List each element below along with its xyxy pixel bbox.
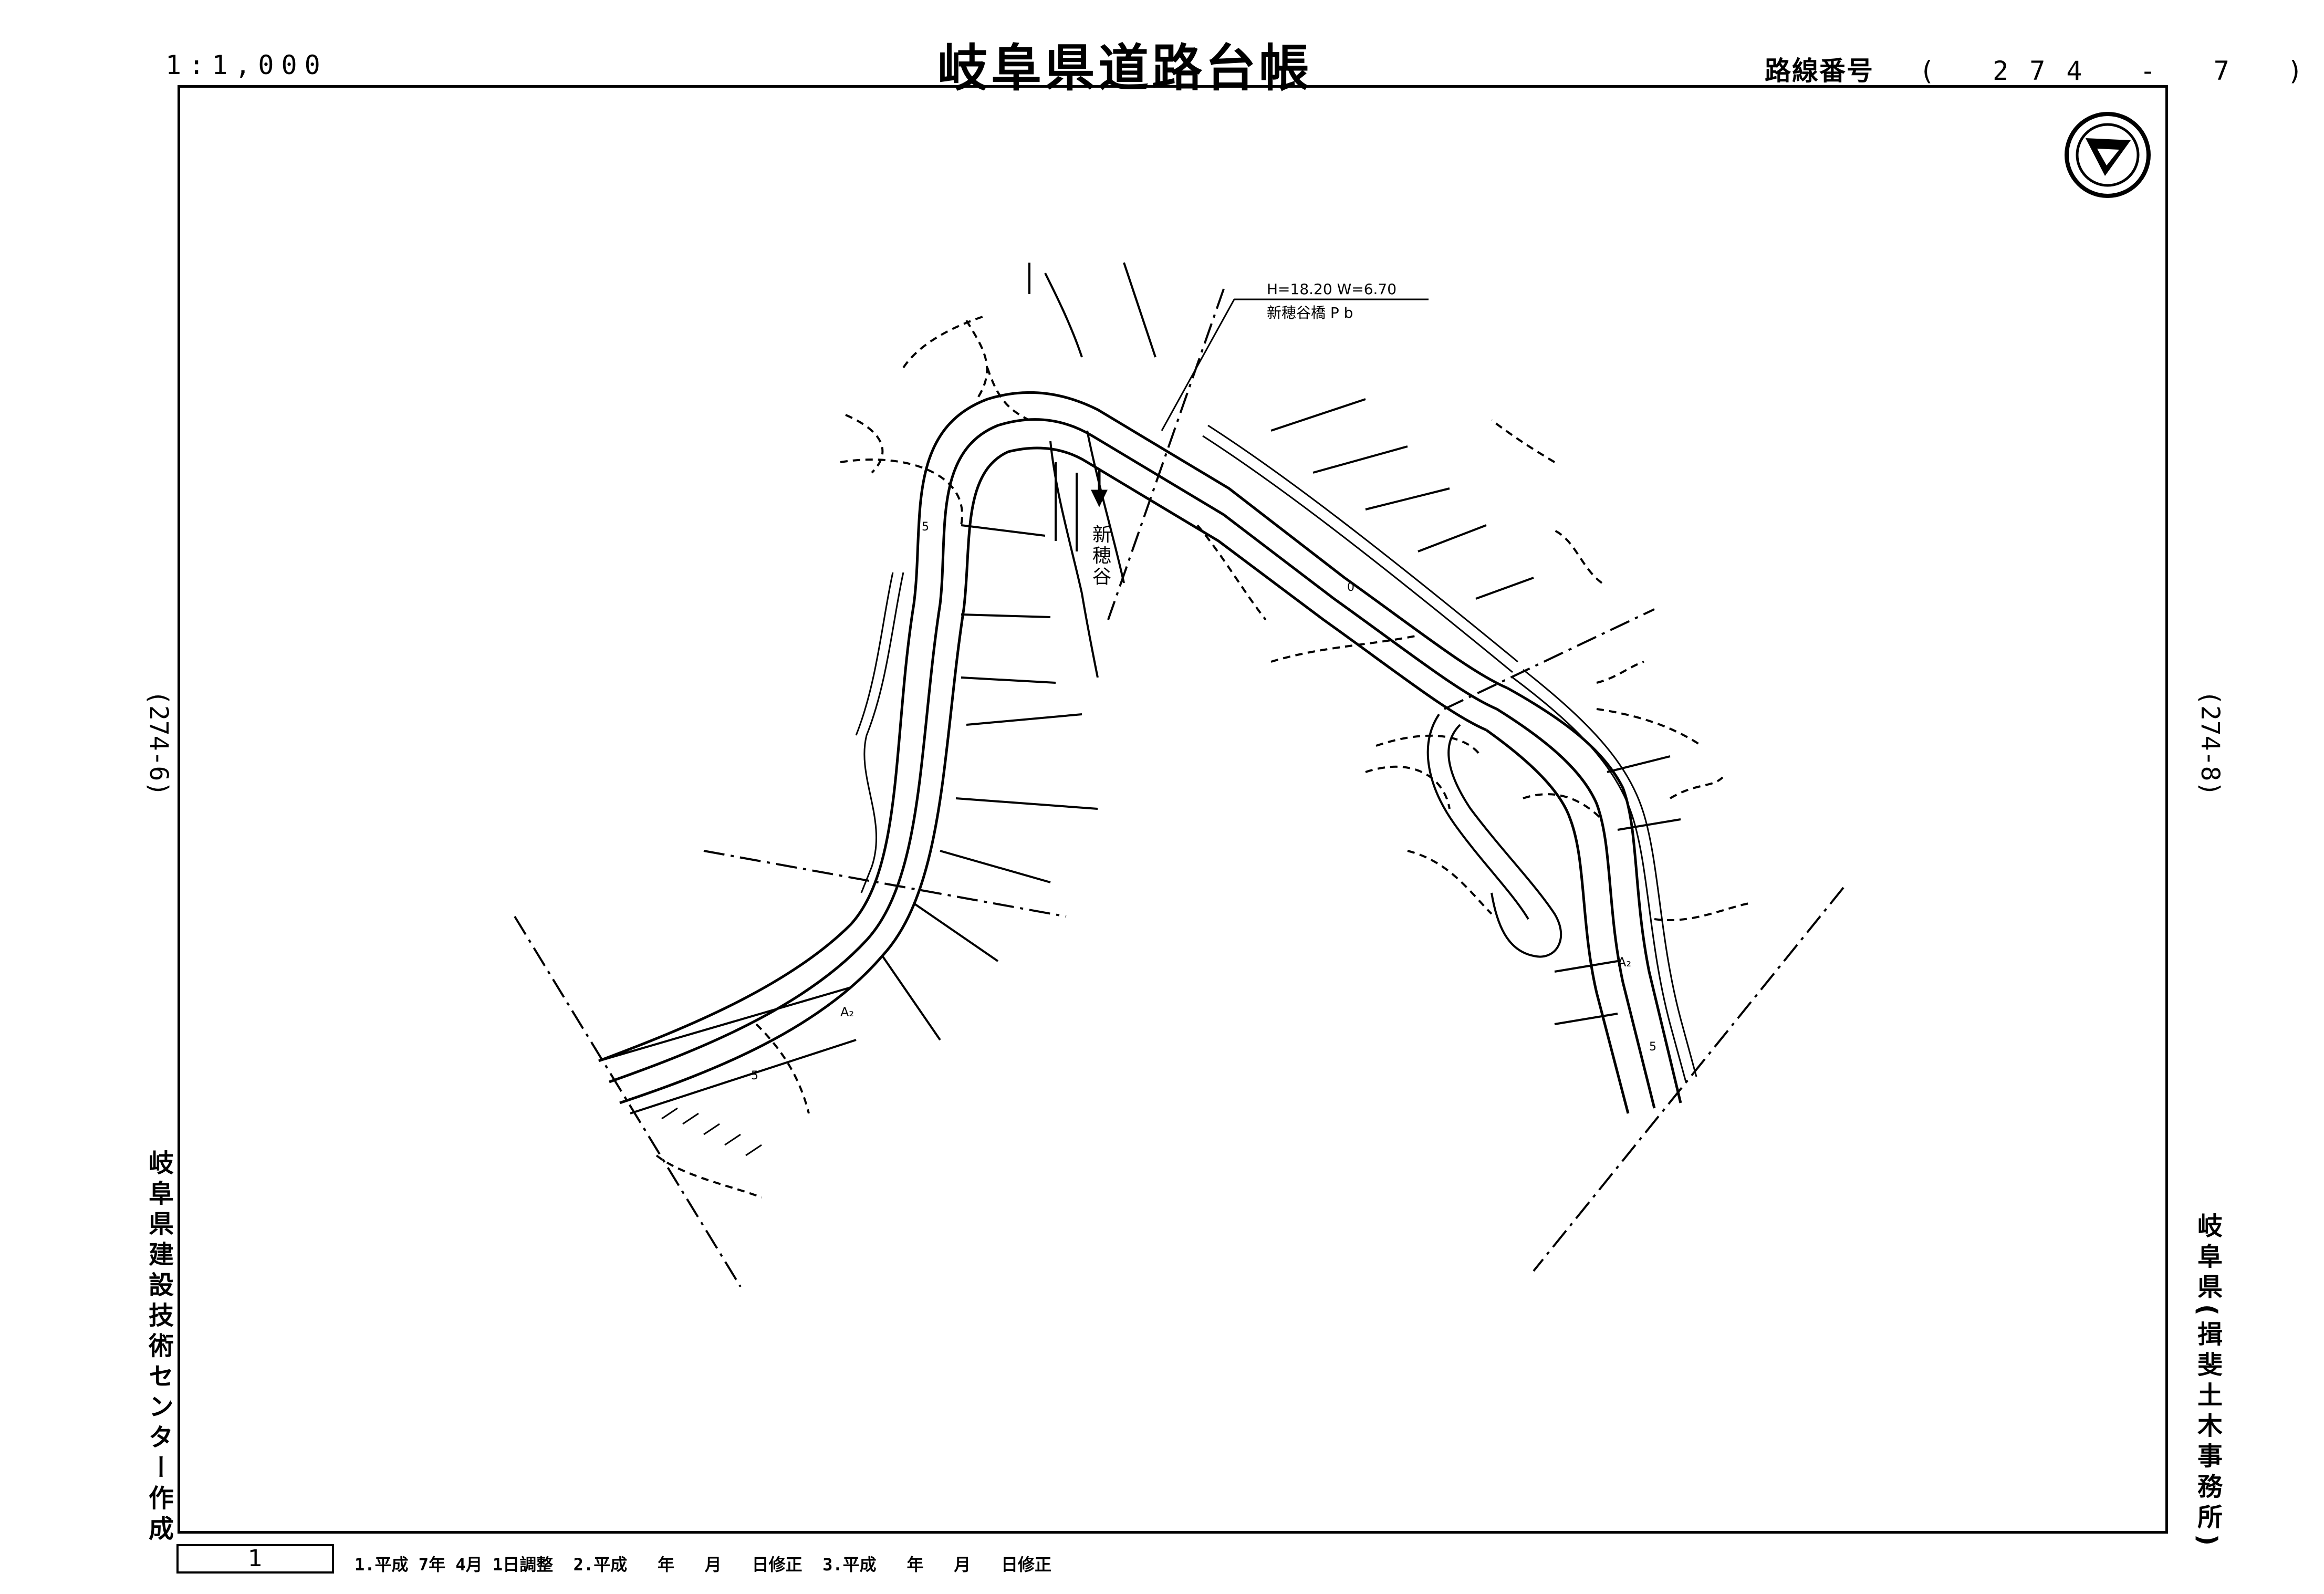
office-note-text: 岐阜県(揖斐土木事務所) [2193,1213,2222,1551]
bridge-dimensions: H=18.20 W=6.70 [1267,280,1397,298]
sheet-number-box: 1 [176,1544,334,1574]
revision-history: 1.平成 7年 4月 1日調整 2.平成 年 月 日修正 3.平成 年 月 日修… [355,1555,1052,1575]
adjacent-sheet-left: (274-6) [143,683,174,804]
maker-note: 岐阜県建設技術センター作成 [143,1145,174,1550]
route-number-block: 路線番号 ( 274 - 7 ) [1765,50,2324,88]
map-scale: 1:1,000 [165,50,328,80]
route-number-label: 路線番号 [1765,56,1874,86]
adjacent-sheet-right: (274-8) [2194,683,2226,804]
office-note: 岐阜県(揖斐土木事務所) [2189,1208,2226,1556]
road-mark: A₂ [1618,955,1631,970]
road-map-drawing: H=18.20 W=6.70 新穂谷橋 P b 新 穂 谷 5 0 5 5 A₂… [514,112,2151,1288]
compass-north-icon [2065,112,2151,198]
adjacent-sheet-left-text: (274-6) [144,690,173,797]
section-code: 5 [922,520,929,534]
river-name: 新 穂 谷 [1092,524,1111,588]
page-title: 岐阜県道路台帳 [937,39,1312,98]
route-number-value: ( 274 - 7 ) [1919,56,2324,86]
section-code: 5 [751,1069,758,1082]
river-name-char: 谷 [1092,566,1111,588]
bridge-name: 新穂谷橋 P b [1267,304,1353,321]
road-mark: A₂ [840,1005,854,1019]
river-name-char: 新 [1092,524,1111,546]
section-code: 0 [1347,581,1354,594]
sheet-number: 1 [248,1545,263,1572]
river-flow-arrow [1091,470,1108,507]
maker-note-text: 岐阜県建設技術センター作成 [144,1150,173,1546]
map-frame [178,85,2168,1534]
adjacent-sheet-right-text: (274-8) [2195,690,2225,797]
river-name-char: 穂 [1092,545,1111,567]
section-code: 5 [1649,1040,1656,1054]
